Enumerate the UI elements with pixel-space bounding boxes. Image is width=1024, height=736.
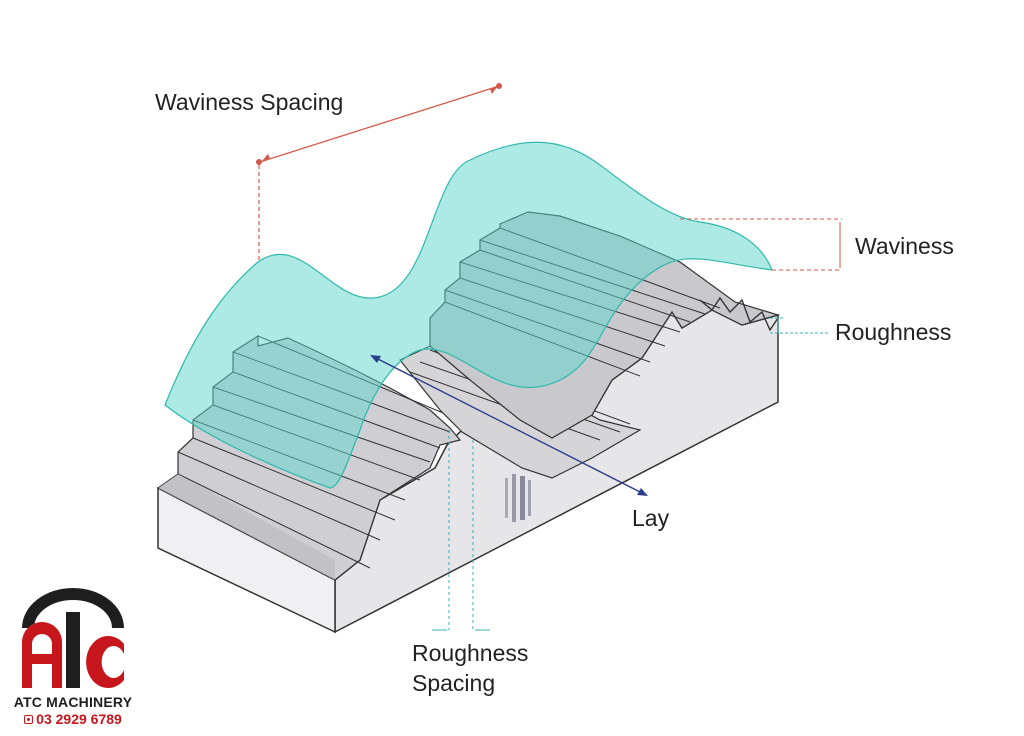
- waviness-spacing-dot-left: [256, 159, 262, 165]
- phone-icon: [24, 714, 34, 724]
- waviness-spacing-arrowhead-right: [490, 87, 497, 94]
- left-shade-strips: [158, 474, 335, 580]
- lay-arrowhead-end: [637, 488, 648, 496]
- waviness-spacing-label: Waviness Spacing: [155, 89, 344, 115]
- roughness-serrated-edge: [699, 296, 779, 332]
- logo-phone: 03 2929 6789: [8, 711, 138, 727]
- waviness-spacing-arrowhead-left: [262, 154, 270, 161]
- waviness-spacing-dot-right: [496, 83, 502, 89]
- roughness-spacing-label-line1: Roughness: [412, 640, 529, 666]
- atc-logo: ATC MACHINERY 03 2929 6789: [8, 584, 138, 729]
- logo-phone-number: 03 2929 6789: [36, 711, 122, 727]
- lay-label: Lay: [632, 505, 670, 531]
- waviness-spacing-arrow: [259, 85, 500, 163]
- atc-logo-mark: [22, 588, 124, 688]
- blur-artifact: [505, 474, 531, 522]
- roughness-spacing-label-line2: Spacing: [412, 670, 496, 696]
- roughness-label: Roughness: [835, 319, 952, 345]
- waviness-label: Waviness: [855, 233, 954, 259]
- roughness-spacing-label: Roughness Spacing: [412, 638, 528, 698]
- lay-arrowhead-start: [370, 355, 381, 363]
- logo-brand-name: ATC MACHINERY: [13, 694, 133, 710]
- lay-arrow: [373, 356, 645, 495]
- waviness-surface: [164, 141, 773, 489]
